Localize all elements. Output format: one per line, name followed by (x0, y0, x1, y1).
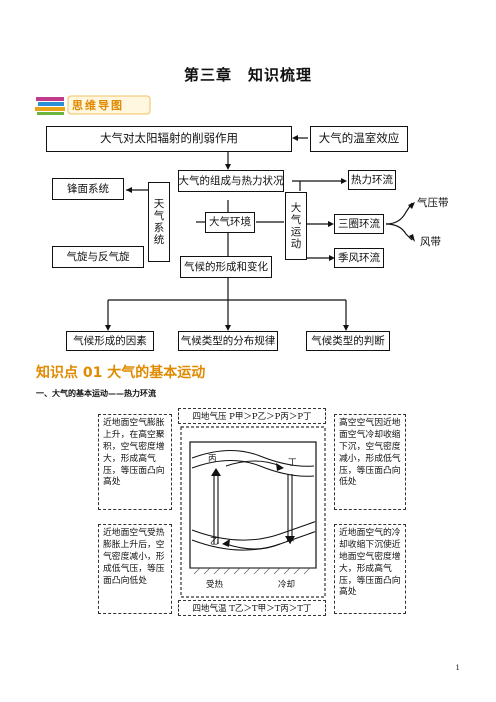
composition-thermal-node: 大气的组成与热力状况 (178, 170, 284, 192)
radiation-weakening-node: 大气对太阳辐射的削弱作用 (46, 126, 292, 152)
note-right-top: 高空空气因近地面空气冷却收缩下沉，空气密度减小，形成低气压，等压面凸向低处 (334, 414, 406, 510)
banner-text: 思维导图 (72, 99, 124, 112)
cyclone-node: 气旋与反气旋 (52, 246, 144, 268)
wind-belt-label: 风带 (420, 236, 441, 248)
bottom-node-factors: 气候形成的因素 (66, 331, 154, 351)
three-cell-circulation-node: 三圈环流 (334, 214, 384, 234)
label-ding: 丁 (288, 458, 297, 468)
temperature-comparison-box: 四地气温 T乙＞T甲＞T丙＞T丁 (178, 600, 326, 616)
note-left-top: 近地面空气膨胀上升，在高空聚积，空气密度增大，形成高气压，等压面凸向高处 (98, 414, 172, 510)
label-yi: 乙 (210, 537, 219, 547)
atmosphere-environment-node: 大气环境 (205, 212, 255, 233)
monsoon-circulation-node: 季风环流 (334, 248, 384, 268)
mindmap-banner: 思维导图 (34, 94, 164, 116)
climate-formation-node: 气候的形成和变化 (180, 256, 272, 278)
page-title: 第三章 知识梳理 (183, 66, 312, 84)
note-left-bottom: 近地面空气受热膨胀上升后，空气密度减小，形成低气压，等压面凸向低处 (98, 524, 172, 614)
books-icon (35, 95, 151, 115)
bottom-node-distribution: 气候类型的分布规律 (178, 331, 278, 351)
label-cooled: 冷却 (278, 580, 296, 590)
front-system-node: 锋面系统 (52, 178, 124, 200)
pressure-comparison-box: 四地气压 P甲＞P乙＞P丙＞P丁 (178, 408, 326, 424)
page-number: 1 (455, 664, 460, 672)
label-heated: 受热 (206, 580, 224, 590)
section-subheading: 一、大气的基本运动——热力环流 (36, 389, 156, 398)
label-bing: 丙 (208, 454, 217, 464)
circulation-diagram (180, 426, 326, 598)
weather-system-node: 天气系统 (148, 182, 170, 262)
thermal-circulation-node: 热力环流 (348, 170, 396, 190)
greenhouse-effect-node: 大气的温室效应 (310, 126, 408, 152)
label-jia: 甲 (286, 536, 295, 546)
pressure-belt-label: 气压带 (417, 197, 449, 209)
atmosphere-motion-node: 大气运动 (285, 192, 307, 260)
bottom-node-judgement: 气候类型的判断 (306, 331, 390, 351)
note-right-bottom: 近地面空气的冷却收缩下沉使近地面空气密度增大，形成高气压，等压面凸向高处 (334, 524, 406, 614)
knowledge-point-heading: 知识点 01 大气的基本运动 (36, 365, 206, 381)
